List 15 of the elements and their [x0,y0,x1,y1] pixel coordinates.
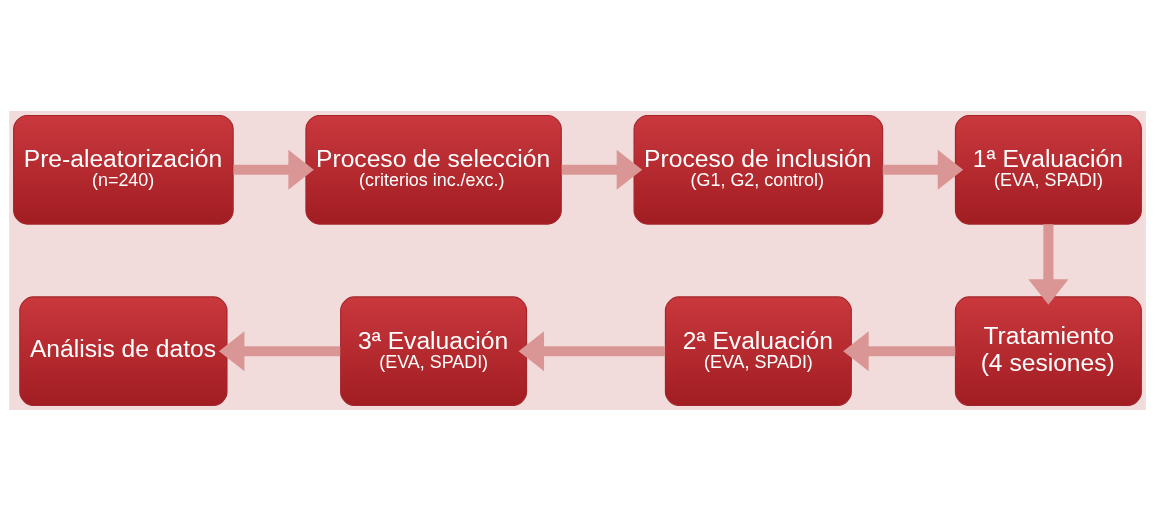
node-box: Pre-aleatorización (n=240) [13,114,234,225]
node-box: 3ª Evaluación (EVA, SPADI) [340,295,528,406]
node-box: Análisis de datos [19,295,228,406]
arrow [843,330,956,371]
arrow [233,149,314,190]
node-box: 2ª Evaluación (EVA, SPADI) [664,295,852,406]
arrow [1028,223,1069,305]
node-box: Tratamiento (4 sesiones) [954,295,1142,406]
arrow [518,330,666,371]
arrow [561,149,643,190]
node-box: Proceso de selección (criterios inc./exc.) [305,114,562,225]
arrow [882,149,964,190]
arrow [218,330,341,371]
node-box: 1ª Evaluación (EVA, SPADI) [954,114,1142,225]
node-box: Proceso de inclusión (G1, G2, control) [633,114,884,225]
